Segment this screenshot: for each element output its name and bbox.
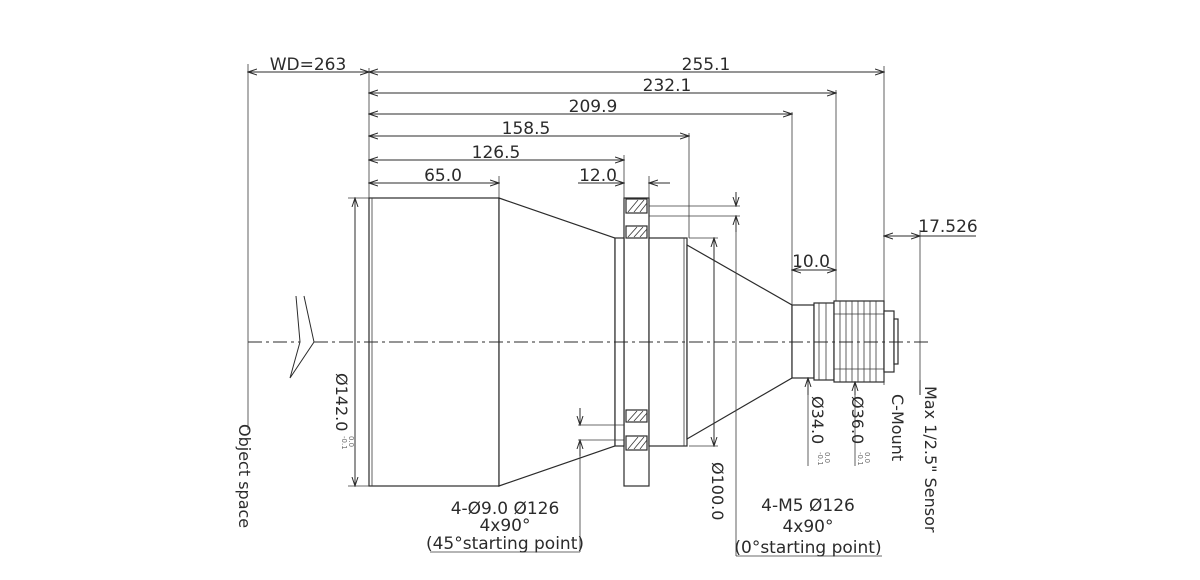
front-tol-lower: -0.1 — [340, 436, 348, 450]
wd-label: WD=263 — [270, 55, 347, 75]
length-209-label: 209.9 — [569, 97, 618, 117]
flange-holes-note-1: 4-Ø9.0 Ø126 — [451, 499, 560, 519]
length-126-label: 126.5 — [472, 143, 521, 163]
mount-dia-36-tol-upper: 0.0 — [863, 452, 871, 463]
hole-notes: 4-Ø9.0 Ø126 4x90° (45°starting point) 4-… — [426, 496, 882, 558]
break-symbol — [289, 295, 315, 379]
length-232-label: 232.1 — [643, 76, 692, 96]
length-158-label: 158.5 — [502, 119, 551, 139]
front-tol-upper: 0.0 — [347, 436, 355, 447]
mount-dia-36-label: Ø36.0 — [848, 396, 867, 444]
dimension-labels: WD=263 255.1 232.1 209.9 158.5 126.5 65.… — [270, 55, 978, 272]
optical-axis — [248, 295, 930, 379]
object-space-label: Object space — [235, 424, 254, 528]
mount-dia-34-tol-lower: -0.1 — [816, 452, 824, 466]
flange-back-label: 17.526 — [918, 217, 977, 237]
mount-dia-36-tol-lower: -0.1 — [856, 452, 864, 466]
flange-width-label: 12.0 — [579, 166, 617, 186]
length-255-label: 255.1 — [682, 55, 731, 75]
flange-hole-bottom — [625, 409, 648, 451]
mount-dia-34-label: Ø34.0 — [808, 396, 827, 444]
flange-holes-note-3: (45°starting point) — [426, 534, 584, 554]
sensor-label: Max 1/2.5" Sensor — [921, 386, 940, 533]
rear-diameter-label: Ø100.0 — [708, 462, 727, 520]
thread-holes-note-2: 4x90° — [782, 517, 833, 537]
flange-hole-top — [625, 198, 648, 239]
thread-holes-note-3: (0°starting point) — [734, 538, 881, 558]
dimension-lines — [248, 72, 976, 486]
mount-length-label: 10.0 — [792, 252, 830, 272]
front-diameter-label: Ø142.0 — [332, 373, 351, 431]
note-leaders — [430, 232, 882, 557]
mount-dia-34-tol-upper: 0.0 — [823, 452, 831, 463]
length-65-label: 65.0 — [424, 166, 462, 186]
vertical-labels: Object space Ø142.0 0.0 -0.1 Ø100.0 Ø34.… — [235, 373, 940, 533]
thread-holes-note-1: 4-M5 Ø126 — [761, 496, 855, 516]
c-mount-label: C-Mount — [888, 394, 907, 461]
flange-holes-note-2: 4x90° — [479, 516, 530, 536]
